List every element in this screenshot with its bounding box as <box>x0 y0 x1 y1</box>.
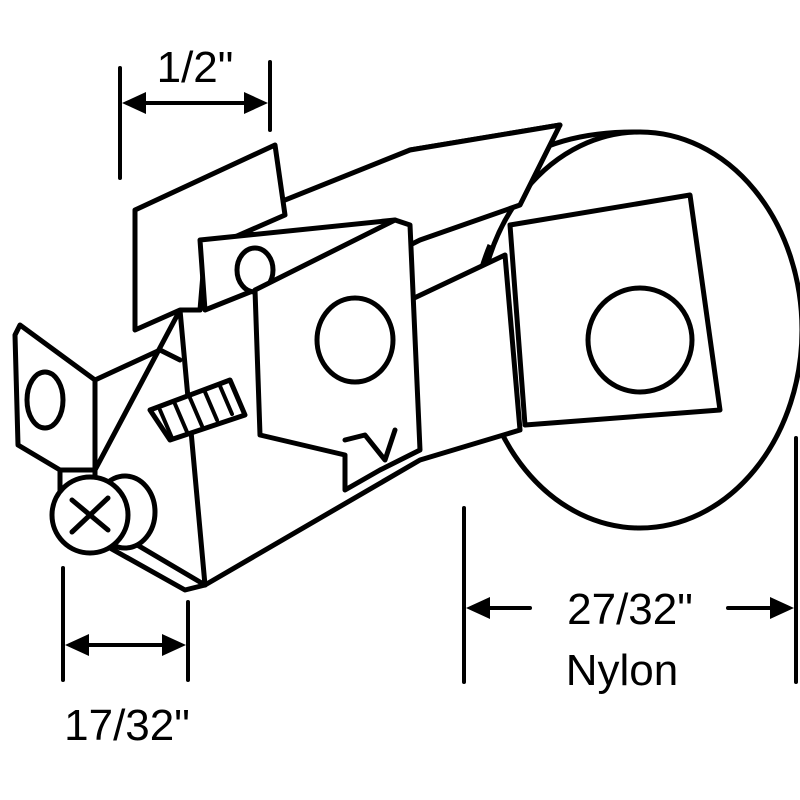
dimension-label-bottom: 17/32" <box>64 701 190 750</box>
tab-slot <box>24 369 66 431</box>
side-plate <box>252 217 423 493</box>
spring <box>147 377 248 443</box>
dimension-bottom: 17/32" <box>61 566 190 750</box>
adjustment-screw <box>49 473 158 556</box>
front-tab <box>12 322 183 473</box>
dimension-label-wheel: 27/32" <box>567 585 693 634</box>
side-plate-hole <box>314 295 396 385</box>
wheel-axle-hole <box>585 285 695 395</box>
dimension-label-top: 1/2" <box>157 43 234 92</box>
dimension-top: 1/2" <box>118 43 272 180</box>
dimension-wheel: 27/32" Nylon <box>462 436 798 695</box>
wheel-material-label: Nylon <box>566 646 679 695</box>
